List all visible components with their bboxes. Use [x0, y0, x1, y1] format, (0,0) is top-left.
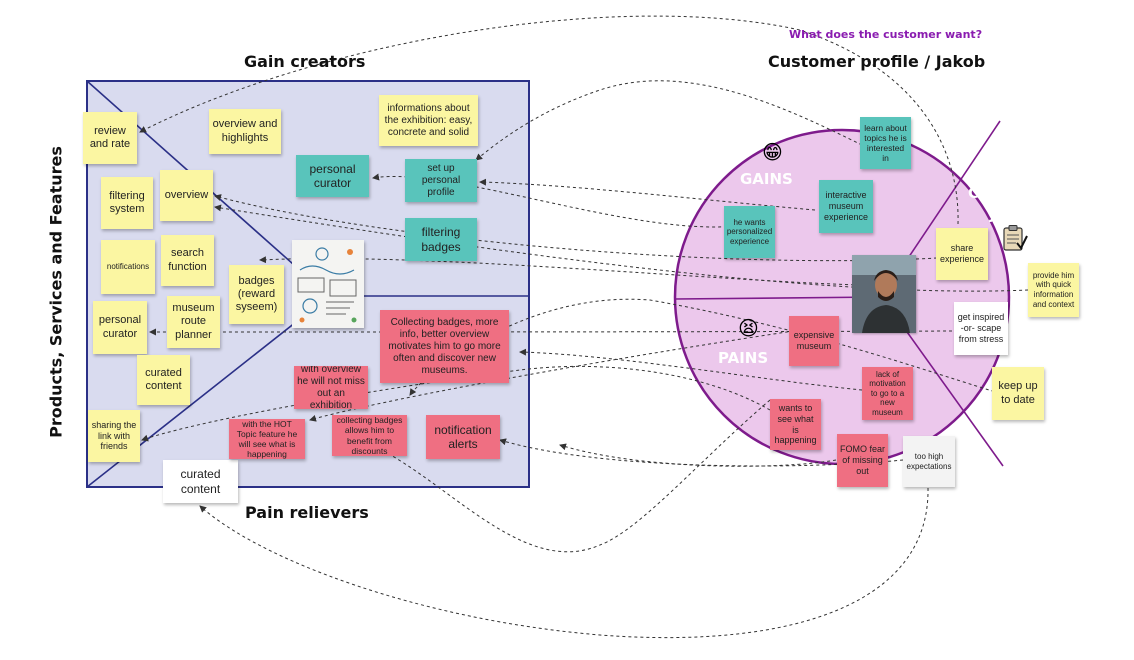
- lack-of-motivation-note: lack of motivation to go to a new museum: [862, 367, 913, 420]
- pains-label: PAINS: [718, 349, 769, 367]
- notification-alerts-note: notification alerts: [426, 415, 500, 459]
- customer-jobs-label-line1: Customer: [968, 184, 1050, 202]
- customer-photo: [852, 255, 916, 333]
- notifications-note: notifications: [101, 240, 155, 294]
- interactive-museum-note: interactive museum experience: [819, 180, 873, 233]
- fomo-note: FOMO fear of missing out: [837, 434, 888, 487]
- review-and-rate-note: review and rate: [83, 112, 137, 164]
- clipboard-check-icon: [1002, 224, 1028, 256]
- filtering-badges-note: filtering badges: [405, 218, 477, 261]
- share-experience-note: share experience: [936, 228, 988, 280]
- connector-arrows: [139, 15, 1029, 639]
- sharing-link-note: sharing the link with friends: [88, 410, 140, 462]
- hot-topic-note: with the HOT Topic feature he will see w…: [229, 419, 305, 459]
- expensive-museum-note: expensive museum: [789, 316, 839, 366]
- personalized-experience-note: he wants personalized experience: [724, 206, 775, 258]
- customer-jobs-label-line2: JOBS: [990, 205, 1031, 223]
- gains-emoji-icon: 😁: [762, 140, 783, 164]
- overview-note: overview: [160, 170, 213, 221]
- informations-exhibition-note: informations about the exhibition: easy,…: [379, 95, 478, 146]
- overview-miss-out-note: with overview he will not miss out an ex…: [294, 366, 368, 409]
- personal-curator-yellow-note: personal curator: [93, 301, 147, 354]
- wants-to-see-note: wants to see what is happening: [770, 399, 821, 450]
- learn-topics-note: learn about topics he is interested in: [860, 117, 911, 169]
- pain-relievers-title: Pain relievers: [245, 503, 369, 522]
- filtering-system-note: filtering system: [101, 177, 153, 229]
- badges-reward-note: badges (reward syseem): [229, 265, 284, 324]
- collecting-badges-discounts-note: collecting badges allows him to benefit …: [332, 415, 407, 456]
- products-services-title: Products, Services and Features: [46, 146, 66, 438]
- gain-creators-title: Gain creators: [244, 52, 366, 71]
- customer-profile-title: Customer profile / Jakob: [768, 52, 986, 71]
- gains-label: GAINS: [740, 170, 793, 188]
- too-high-expectations-note: too high expectations: [903, 436, 955, 487]
- search-function-note: search function: [161, 235, 214, 286]
- collecting-badges-overview-note: Collecting badges, more info, better ove…: [380, 310, 509, 383]
- get-inspired-note: get inspired -or- scape from stress: [954, 302, 1008, 355]
- curated-content-yellow-note: curated content: [137, 355, 190, 405]
- sketch-image: [292, 240, 364, 328]
- customer-want-question: What does the customer want?: [789, 28, 983, 41]
- overview-and-highlights-note: overview and highlights: [209, 109, 281, 154]
- customer-profile-circle: [673, 120, 1011, 467]
- personal-curator-teal-note: personal curator: [296, 155, 369, 197]
- museum-route-planner-note: museum route planner: [167, 296, 220, 348]
- quick-information-note: provide him with quick information and c…: [1028, 263, 1079, 317]
- pains-emoji-icon: 😫: [738, 316, 759, 340]
- curated-content-white-note: curated content: [163, 460, 238, 503]
- keep-up-to-date-note: keep up to date: [992, 367, 1044, 420]
- setup-personal-profile-note: set up personal profile: [405, 159, 477, 202]
